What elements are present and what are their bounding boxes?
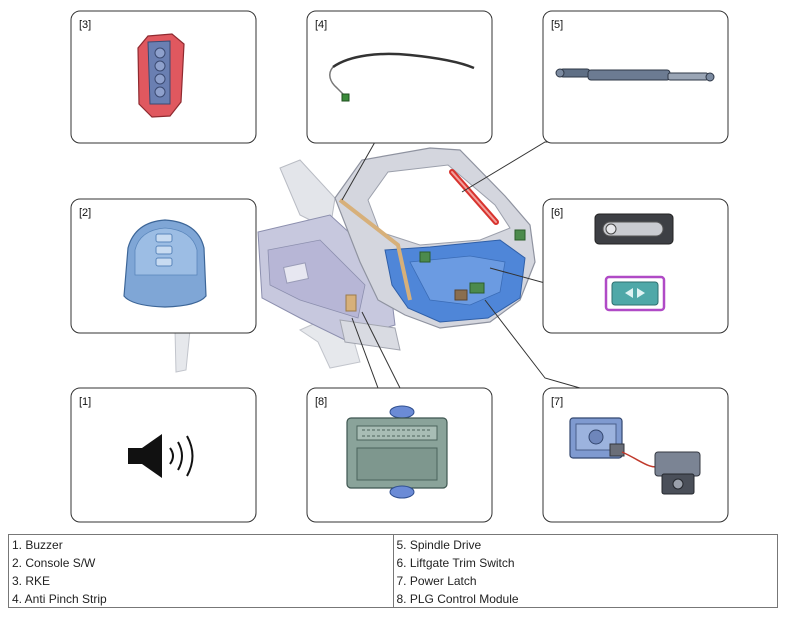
legend-item-console-switch: 2. Console S/W bbox=[12, 556, 96, 570]
legend-item-rke: 3. RKE bbox=[12, 574, 51, 588]
plg-control-module-icon bbox=[346, 405, 448, 499]
legend-item-power-latch: 7. Power Latch bbox=[396, 574, 477, 588]
rke-key-icon bbox=[137, 33, 185, 118]
anti-pinch-strip-icon bbox=[329, 52, 475, 102]
legend-column-right: 5. Spindle Drive 6. Liftgate Trim Switch… bbox=[394, 535, 778, 607]
legend-item-plg-control-module: 8. PLG Control Module bbox=[396, 592, 519, 606]
panel-label-2: [2] bbox=[79, 207, 91, 219]
legend-column-left: 1. Buzzer 2. Console S/W 3. RKE 4. Anti … bbox=[9, 535, 394, 607]
legend-item-anti-pinch-strip: 4. Anti Pinch Strip bbox=[12, 592, 107, 606]
legend-item-buzzer: 1. Buzzer bbox=[12, 538, 63, 552]
spindle-drive-icon bbox=[555, 68, 715, 82]
panel-label-4: [4] bbox=[315, 19, 327, 31]
component-location-diagram: [3] [4] [5] [2] [6] [1] [8] [7] bbox=[70, 10, 729, 523]
liftgate-trim-switch-icon bbox=[594, 213, 674, 312]
legend-item-liftgate-trim-switch: 6. Liftgate Trim Switch bbox=[396, 556, 515, 570]
panel-label-5: [5] bbox=[551, 19, 563, 31]
panel-label-3: [3] bbox=[79, 19, 91, 31]
legend-item-spindle-drive: 5. Spindle Drive bbox=[396, 538, 482, 552]
panel-label-7: [7] bbox=[551, 396, 563, 408]
panel-label-8: [8] bbox=[315, 396, 327, 408]
buzzer-speaker-icon bbox=[128, 434, 194, 478]
panel-label-6: [6] bbox=[551, 207, 563, 219]
console-switch-icon bbox=[123, 219, 207, 308]
power-latch-icon bbox=[569, 417, 701, 495]
vehicle-liftgate-illustration bbox=[174, 147, 536, 373]
panel-label-1: [1] bbox=[79, 396, 91, 408]
legend-table: 1. Buzzer 2. Console S/W 3. RKE 4. Anti … bbox=[8, 534, 778, 608]
